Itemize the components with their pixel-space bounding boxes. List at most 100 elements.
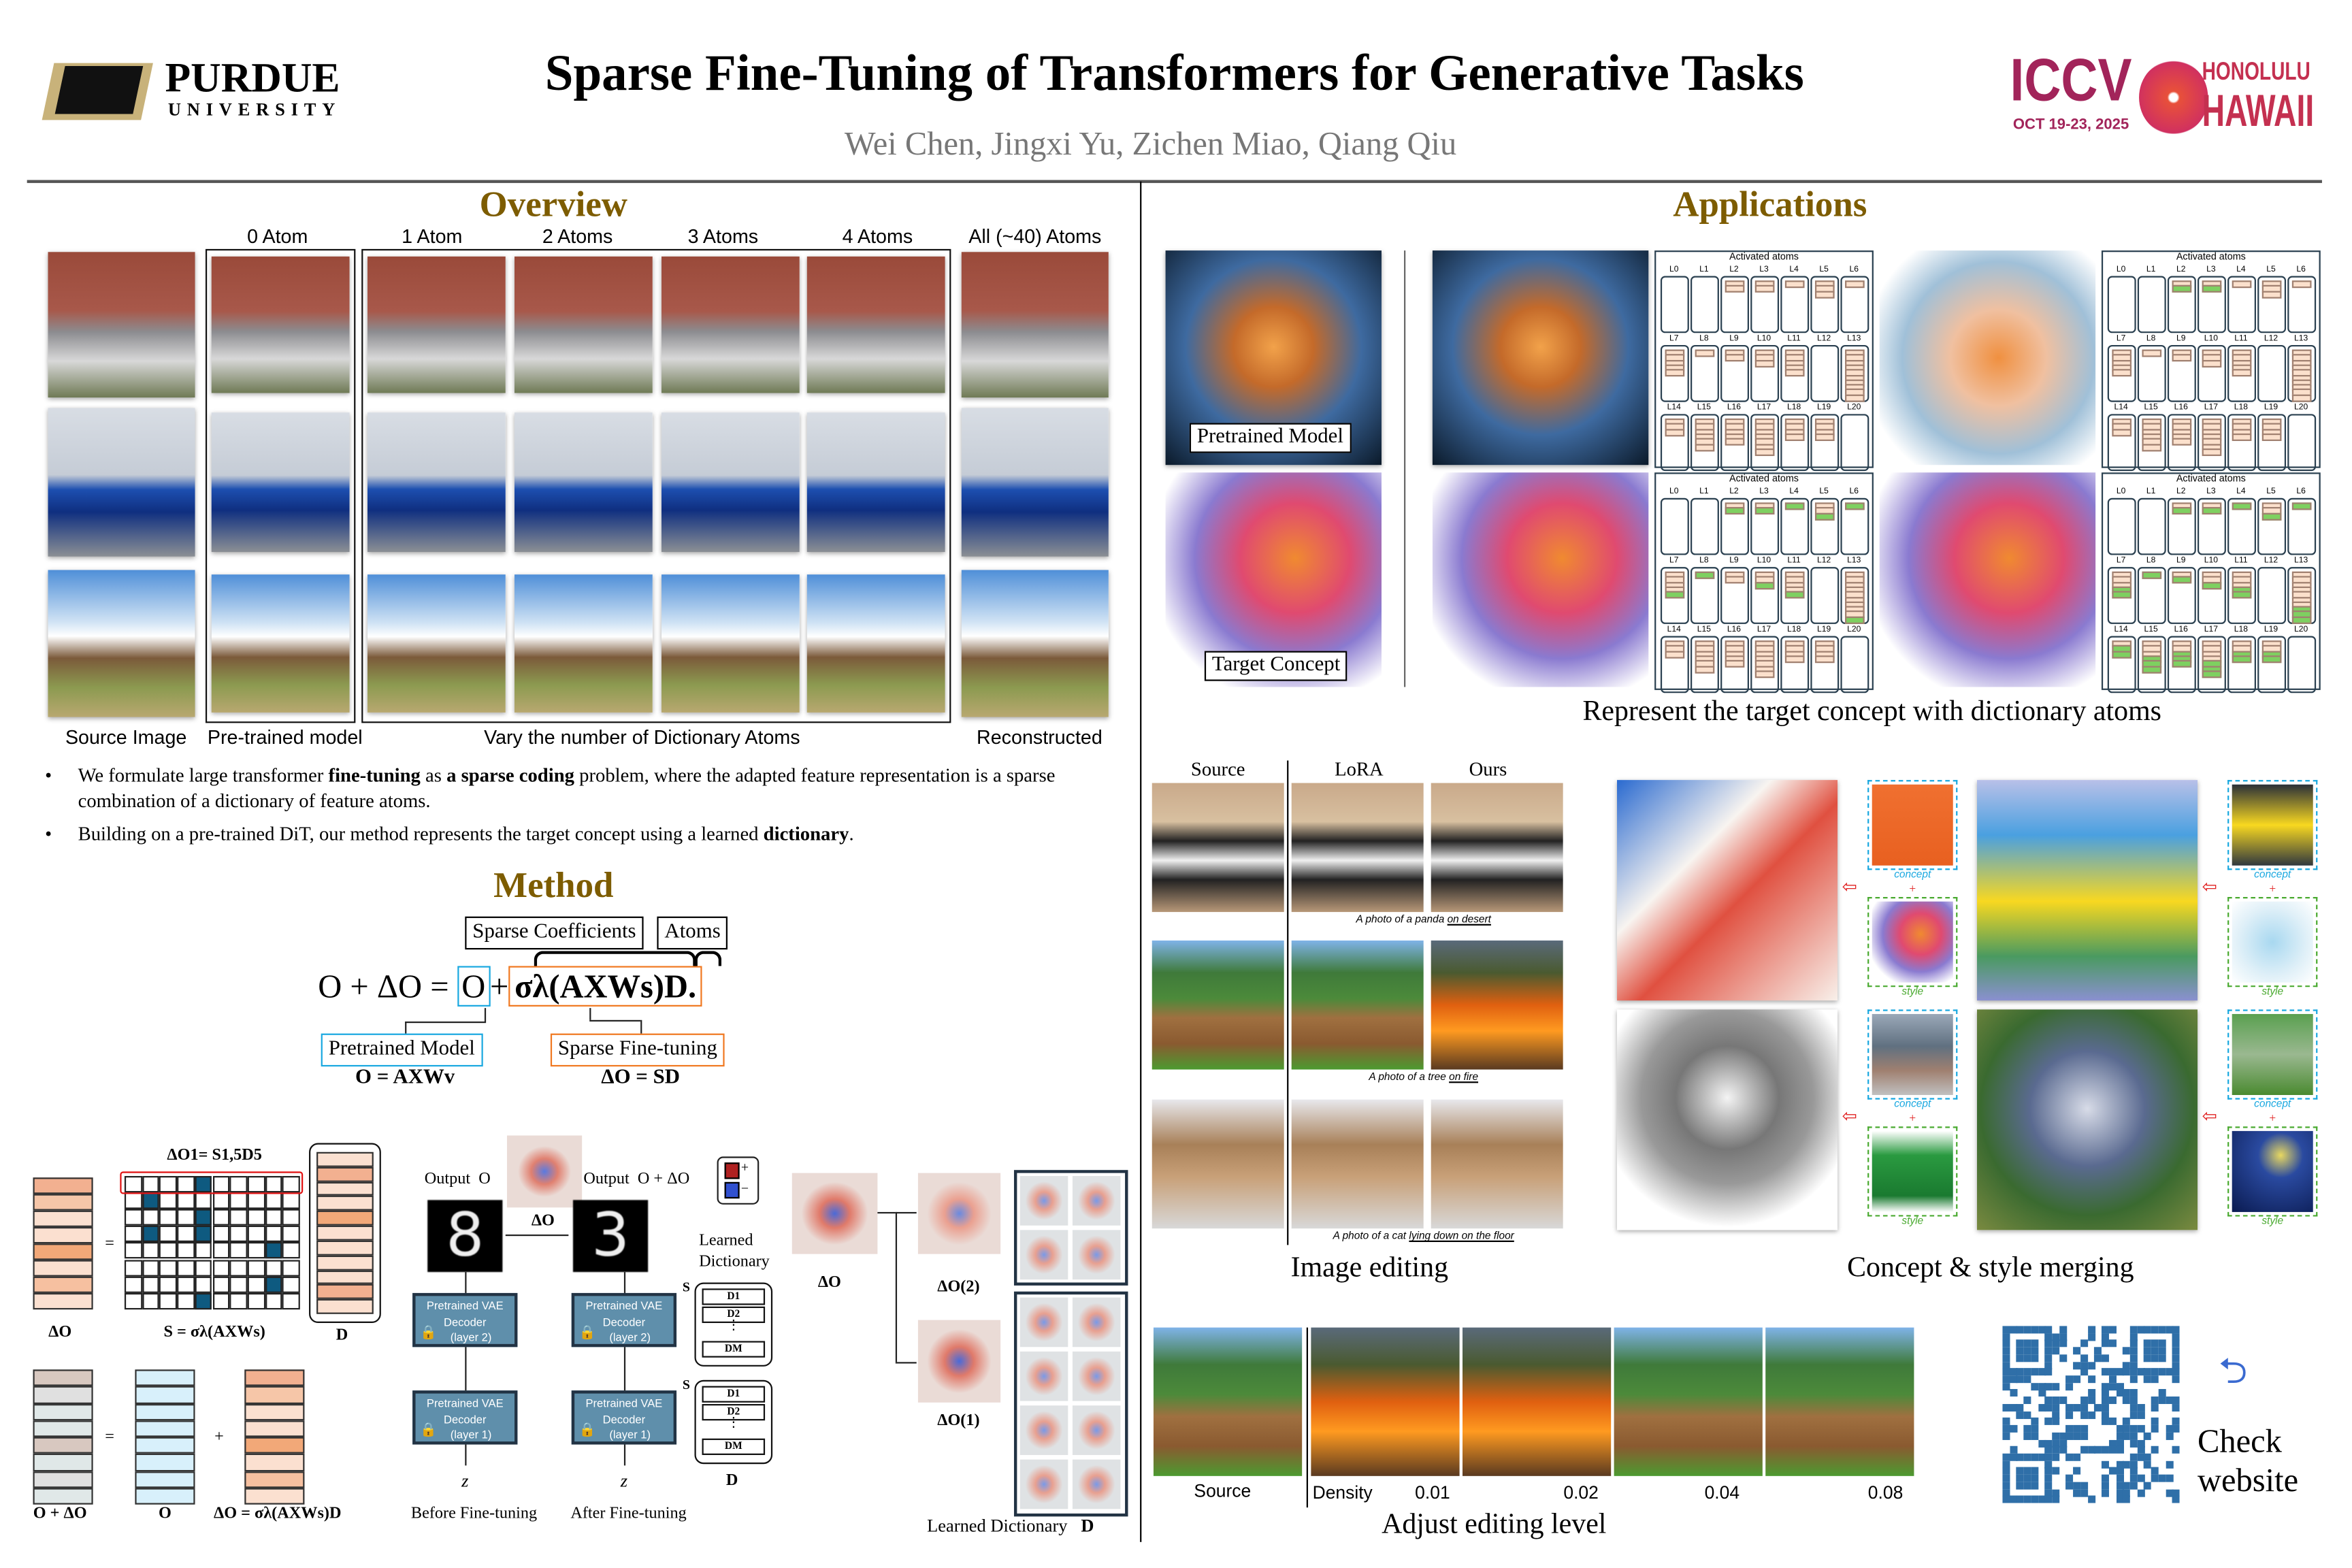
qr-module — [2002, 1460, 2010, 1469]
delta-o2-heatmap — [917, 1173, 1001, 1254]
after-finetuning-caption: After Fine-tuning — [570, 1504, 687, 1523]
qr-module — [2087, 1446, 2095, 1454]
qr-module — [2144, 1326, 2152, 1334]
image-car-reconstructed — [961, 408, 1109, 557]
qr-module — [2031, 1474, 2039, 1482]
do-cell — [244, 1403, 305, 1420]
dictionary-atom: D2 — [702, 1306, 766, 1324]
purdue-p-inner — [54, 65, 144, 114]
qr-module — [2023, 1326, 2031, 1334]
zero-coefficient — [265, 1226, 282, 1243]
layer-label: L7 — [1669, 556, 1679, 566]
layer-label: L2 — [2176, 265, 2186, 275]
d-label: D — [725, 1471, 738, 1490]
activated-atom-bar — [1695, 443, 1715, 451]
layer-label: L17 — [1757, 403, 1771, 413]
layer-atom-column — [2198, 497, 2226, 555]
image-editing-panda-ours — [1431, 783, 1563, 913]
qr-module — [2066, 1482, 2074, 1490]
layer-label: L18 — [1786, 625, 1801, 635]
layer-label: L9 — [1729, 556, 1739, 566]
qr-module — [2102, 1390, 2110, 1398]
layer-atom-column — [1840, 414, 1869, 472]
column-label: 4 Atoms — [842, 225, 913, 248]
do-cell — [244, 1454, 305, 1471]
header-divider — [27, 180, 2322, 182]
qr-module — [2002, 1368, 2010, 1376]
layer-label: L14 — [2114, 403, 2128, 413]
editing-prompt: A photo of a tree on fire — [1369, 1073, 1478, 1083]
activated-atom-bar — [2232, 655, 2252, 663]
check-website-text[interactable]: Check website — [2198, 1422, 2298, 1500]
zero-coefficient — [282, 1192, 300, 1209]
zero-coefficient — [229, 1275, 248, 1293]
qr-module — [2129, 1439, 2138, 1447]
layer-label: L17 — [2204, 625, 2218, 635]
qr-module — [2115, 1432, 2123, 1440]
bullet-text: problem, where the adapted feature repre… — [78, 763, 1056, 812]
zero-coefficient — [177, 1259, 195, 1276]
overview-bullets: •We formulate large transformer fine-tun… — [42, 762, 1115, 853]
concept-tag: concept — [1894, 870, 1931, 881]
dictionary-atom-image — [1072, 1459, 1121, 1509]
bullet-icon: • — [45, 763, 52, 786]
zero-coefficient — [212, 1292, 230, 1309]
activated-atom-bar — [2202, 448, 2222, 456]
activated-atom-bar — [1754, 670, 1775, 678]
image-barn-atom-1 — [514, 574, 653, 713]
dictionary-cell — [316, 1240, 374, 1256]
caption-source-image: Source Image — [65, 725, 187, 749]
activated-atom-bar — [1814, 433, 1835, 441]
ellipsis: ⋮ — [726, 1414, 740, 1430]
image-car-atom-2 — [662, 412, 800, 553]
qr-module — [2052, 1418, 2060, 1426]
o-cell — [135, 1386, 195, 1403]
image-editing-kitten-source — [1152, 1099, 1284, 1229]
qr-module — [2059, 1354, 2067, 1362]
connector-line — [405, 1021, 487, 1024]
editing-column-header: LoRA — [1335, 757, 1384, 781]
qr-module — [2031, 1354, 2039, 1362]
layer-atom-column — [2287, 344, 2317, 402]
layer-atom-column — [1750, 344, 1780, 402]
qr-module — [2087, 1333, 2095, 1341]
qr-module — [2031, 1482, 2039, 1490]
qr-module — [2052, 1396, 2060, 1405]
qr-module — [2102, 1418, 2110, 1426]
qr-module — [2052, 1340, 2060, 1348]
qr-module — [2009, 1326, 2017, 1334]
image-concept — [2232, 1013, 2313, 1095]
qr-module — [2080, 1411, 2088, 1419]
qr-module — [2009, 1403, 2017, 1411]
qr-module — [2059, 1439, 2067, 1447]
qr-module — [2129, 1403, 2138, 1411]
qr-module — [2080, 1396, 2088, 1405]
qr-module — [2123, 1460, 2131, 1469]
qr-module — [2044, 1496, 2053, 1504]
o-cell — [135, 1437, 195, 1454]
activated-atom-bar — [2202, 285, 2222, 293]
output-o-do-label: Output O + ΔO — [583, 1170, 690, 1188]
arrow-delta — [505, 1234, 569, 1237]
qr-module — [2066, 1425, 2074, 1433]
activated-atom-bar — [2142, 443, 2162, 451]
o-cell — [135, 1471, 195, 1488]
qr-module — [2129, 1453, 2138, 1461]
activated-atom-bar — [1784, 433, 1805, 441]
qr-module — [2129, 1340, 2138, 1348]
qr-module — [2052, 1467, 2060, 1475]
qr-module — [2002, 1375, 2010, 1384]
image-style — [1872, 1130, 1953, 1212]
legend-minus: − — [740, 1180, 749, 1196]
iccv-conf: ICCV — [2010, 48, 2132, 114]
layer-label: L5 — [1819, 265, 1829, 275]
layer-atom-column — [1660, 276, 1689, 333]
o-cell — [135, 1403, 195, 1420]
image-editing-fire-ours — [1431, 940, 1563, 1070]
zero-coefficient — [212, 1259, 230, 1276]
activated-atom-bar — [1784, 369, 1805, 377]
concept-tag: concept — [2254, 870, 2291, 881]
layer-label: L12 — [2264, 334, 2278, 344]
website-qr-code[interactable] — [2002, 1326, 2180, 1504]
